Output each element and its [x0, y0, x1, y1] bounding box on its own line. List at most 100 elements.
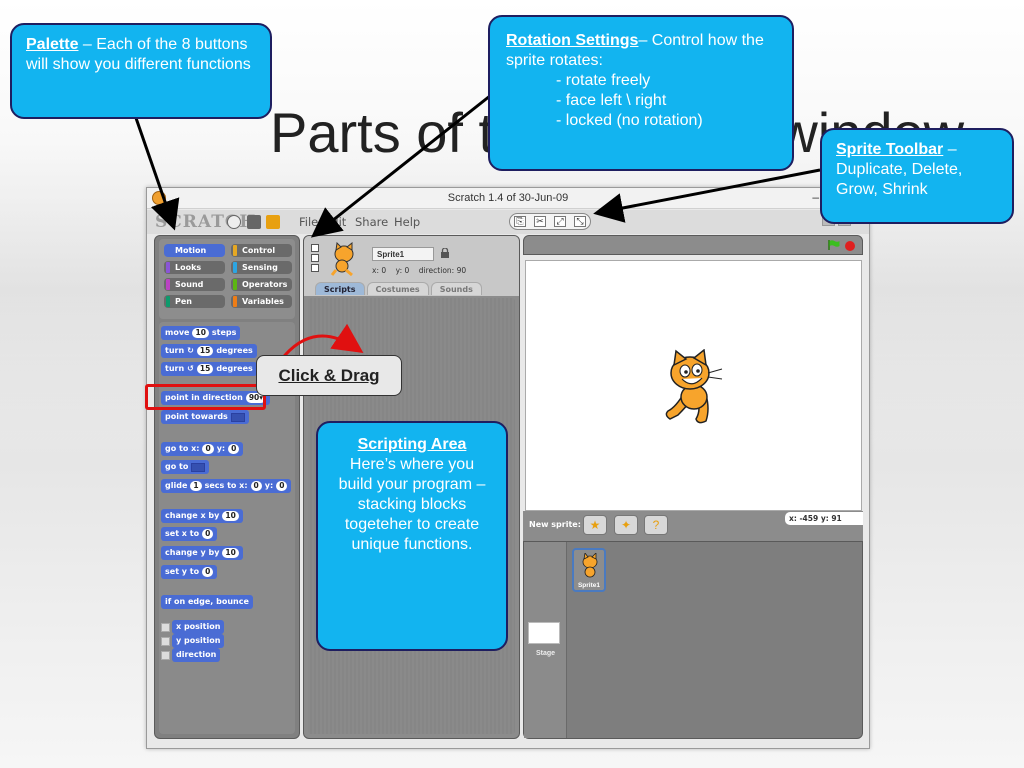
menu-file[interactable]: File: [299, 215, 319, 229]
callout-palette: Palette – Each of the 8 buttons will sho…: [10, 23, 272, 119]
menu-share[interactable]: Share: [355, 215, 389, 229]
checkbox-x-position[interactable]: [161, 623, 170, 632]
duplicate-icon[interactable]: ⎘: [514, 216, 526, 227]
save-disk-icon[interactable]: [247, 215, 261, 229]
sprite-info-bar: Sprite1 x: 0 y: 0 direction: 90 Scripts …: [304, 236, 519, 296]
menu-bar: SCRATCH File Edit Share Help ⎘ ✂ ⤢ ⤡: [147, 210, 869, 234]
stage-thumbnail[interactable]: [528, 622, 560, 644]
new-sprite-bar: New sprite: ★ ✦ ? x: -459 y: 91: [523, 511, 863, 541]
sprite-toolbar: ⎘ ✂ ⤢ ⤡: [509, 213, 591, 230]
lock-icon[interactable]: [441, 248, 449, 258]
callout-scripting-heading: Scripting Area: [357, 436, 467, 453]
callout-palette-heading: Palette: [26, 36, 79, 53]
point-in-direction-highlight: [145, 384, 266, 410]
callout-scripting-text: Here’s where you build your program – st…: [338, 456, 486, 553]
share-house-icon[interactable]: [266, 215, 280, 229]
category-buttons: Motion Control Looks Sensing Sound Opera…: [159, 239, 295, 319]
category-looks[interactable]: Looks: [164, 261, 225, 274]
scratch-window: Scratch 1.4 of 30-Jun-09 – SCRATCH File …: [146, 187, 870, 749]
sprite1-label: Sprite1: [577, 582, 601, 589]
choose-sprite-file-icon[interactable]: ✦: [614, 515, 638, 535]
reporter-y-position[interactable]: y position: [172, 634, 225, 648]
callout-toolbar-heading: Sprite Toolbar: [836, 141, 944, 158]
callout-rotation-text: – Control how the sprite rotates:: [506, 32, 764, 69]
point-towards-dropdown[interactable]: [230, 412, 245, 422]
sprite-cat[interactable]: [656, 349, 726, 429]
shrink-icon[interactable]: ⤡: [574, 216, 586, 227]
grow-icon[interactable]: ⤢: [554, 216, 566, 227]
checkbox-direction[interactable]: [161, 651, 170, 660]
stage-selector[interactable]: Stage: [524, 542, 567, 738]
sprite-cat-thumb-icon: [582, 553, 598, 578]
rotation-option-3: - locked (no rotation): [556, 112, 703, 129]
sprite-coordinates: x: 0 y: 0 direction: 90: [372, 266, 467, 275]
sprite-name-field[interactable]: Sprite1: [372, 247, 434, 261]
delete-scissors-icon[interactable]: ✂: [534, 216, 546, 227]
rotate-freely-icon[interactable]: [311, 244, 319, 252]
green-flag-icon[interactable]: [828, 240, 840, 250]
block-point-towards[interactable]: point towards: [161, 410, 249, 424]
category-pen[interactable]: Pen: [164, 295, 225, 308]
stop-sign-icon[interactable]: [845, 241, 855, 251]
sprite1-thumbnail[interactable]: Sprite1: [572, 548, 606, 592]
reporter-x-position[interactable]: x position: [172, 620, 225, 634]
random-sprite-icon[interactable]: ?: [644, 515, 668, 535]
menu-edit[interactable]: Edit: [324, 215, 347, 229]
menu-help[interactable]: Help: [394, 215, 421, 229]
scratch-logo: SCRATCH: [155, 212, 257, 232]
category-sound[interactable]: Sound: [164, 278, 225, 291]
category-variables[interactable]: Variables: [231, 295, 292, 308]
window-title: Scratch 1.4 of 30-Jun-09: [447, 192, 569, 204]
minimize-button[interactable]: –: [812, 190, 819, 204]
new-sprite-label: New sprite:: [529, 520, 581, 529]
sprite-cat-icon: [330, 242, 354, 276]
tab-costumes[interactable]: Costumes: [366, 282, 429, 295]
callout-rotation-heading: Rotation Settings: [506, 32, 639, 49]
callout-sprite-toolbar: Sprite Toolbar – Duplicate, Delete, Grow…: [820, 128, 1014, 224]
language-globe-icon[interactable]: [227, 215, 241, 229]
category-operators[interactable]: Operators: [231, 278, 292, 291]
rotation-option-2: - face left \ right: [556, 92, 667, 109]
callout-toolbar-text: – Duplicate, Delete, Grow, Shrink: [836, 141, 963, 198]
callout-palette-text: – Each of the 8 buttons will show you di…: [26, 36, 251, 73]
reporter-direction[interactable]: direction: [172, 648, 221, 662]
sprite-list: Stage Sprite1: [523, 541, 863, 739]
stage-header: [523, 235, 863, 255]
category-sensing[interactable]: Sensing: [231, 261, 292, 274]
mouse-xy-readout: x: -459 y: 91: [785, 512, 863, 525]
no-rotation-icon[interactable]: [311, 264, 319, 272]
tab-scripts[interactable]: Scripts: [315, 282, 365, 295]
callout-rotation-settings: Rotation Settings– Control how the sprit…: [488, 15, 794, 171]
turn-counterclockwise-icon: ↺: [187, 364, 194, 373]
stage-label: Stage: [535, 650, 556, 657]
go-to-dropdown[interactable]: [191, 462, 206, 472]
block-go-to[interactable]: go to: [161, 460, 210, 474]
click-drag-label: Click & Drag: [256, 355, 402, 396]
turn-clockwise-icon: ↻: [187, 346, 194, 355]
sprite-tabs: Scripts Costumes Sounds: [315, 282, 484, 295]
title-bar: Scratch 1.4 of 30-Jun-09 –: [147, 188, 869, 209]
checkbox-y-position[interactable]: [161, 637, 170, 646]
rotation-option-1: - rotate freely: [556, 72, 651, 89]
tab-sounds[interactable]: Sounds: [430, 282, 482, 295]
rotation-style-buttons: [311, 244, 319, 274]
block-if-on-edge-bounce[interactable]: if on edge, bounce: [161, 595, 253, 609]
stage-canvas[interactable]: [525, 260, 862, 511]
callout-scripting-area: Scripting Area Here’s where you build yo…: [316, 421, 508, 651]
category-motion[interactable]: Motion: [164, 244, 225, 257]
block-palette: Motion Control Looks Sensing Sound Opera…: [154, 235, 300, 739]
paint-new-sprite-icon[interactable]: ★: [583, 515, 607, 535]
face-left-right-icon[interactable]: [311, 254, 319, 262]
category-control[interactable]: Control: [231, 244, 292, 257]
